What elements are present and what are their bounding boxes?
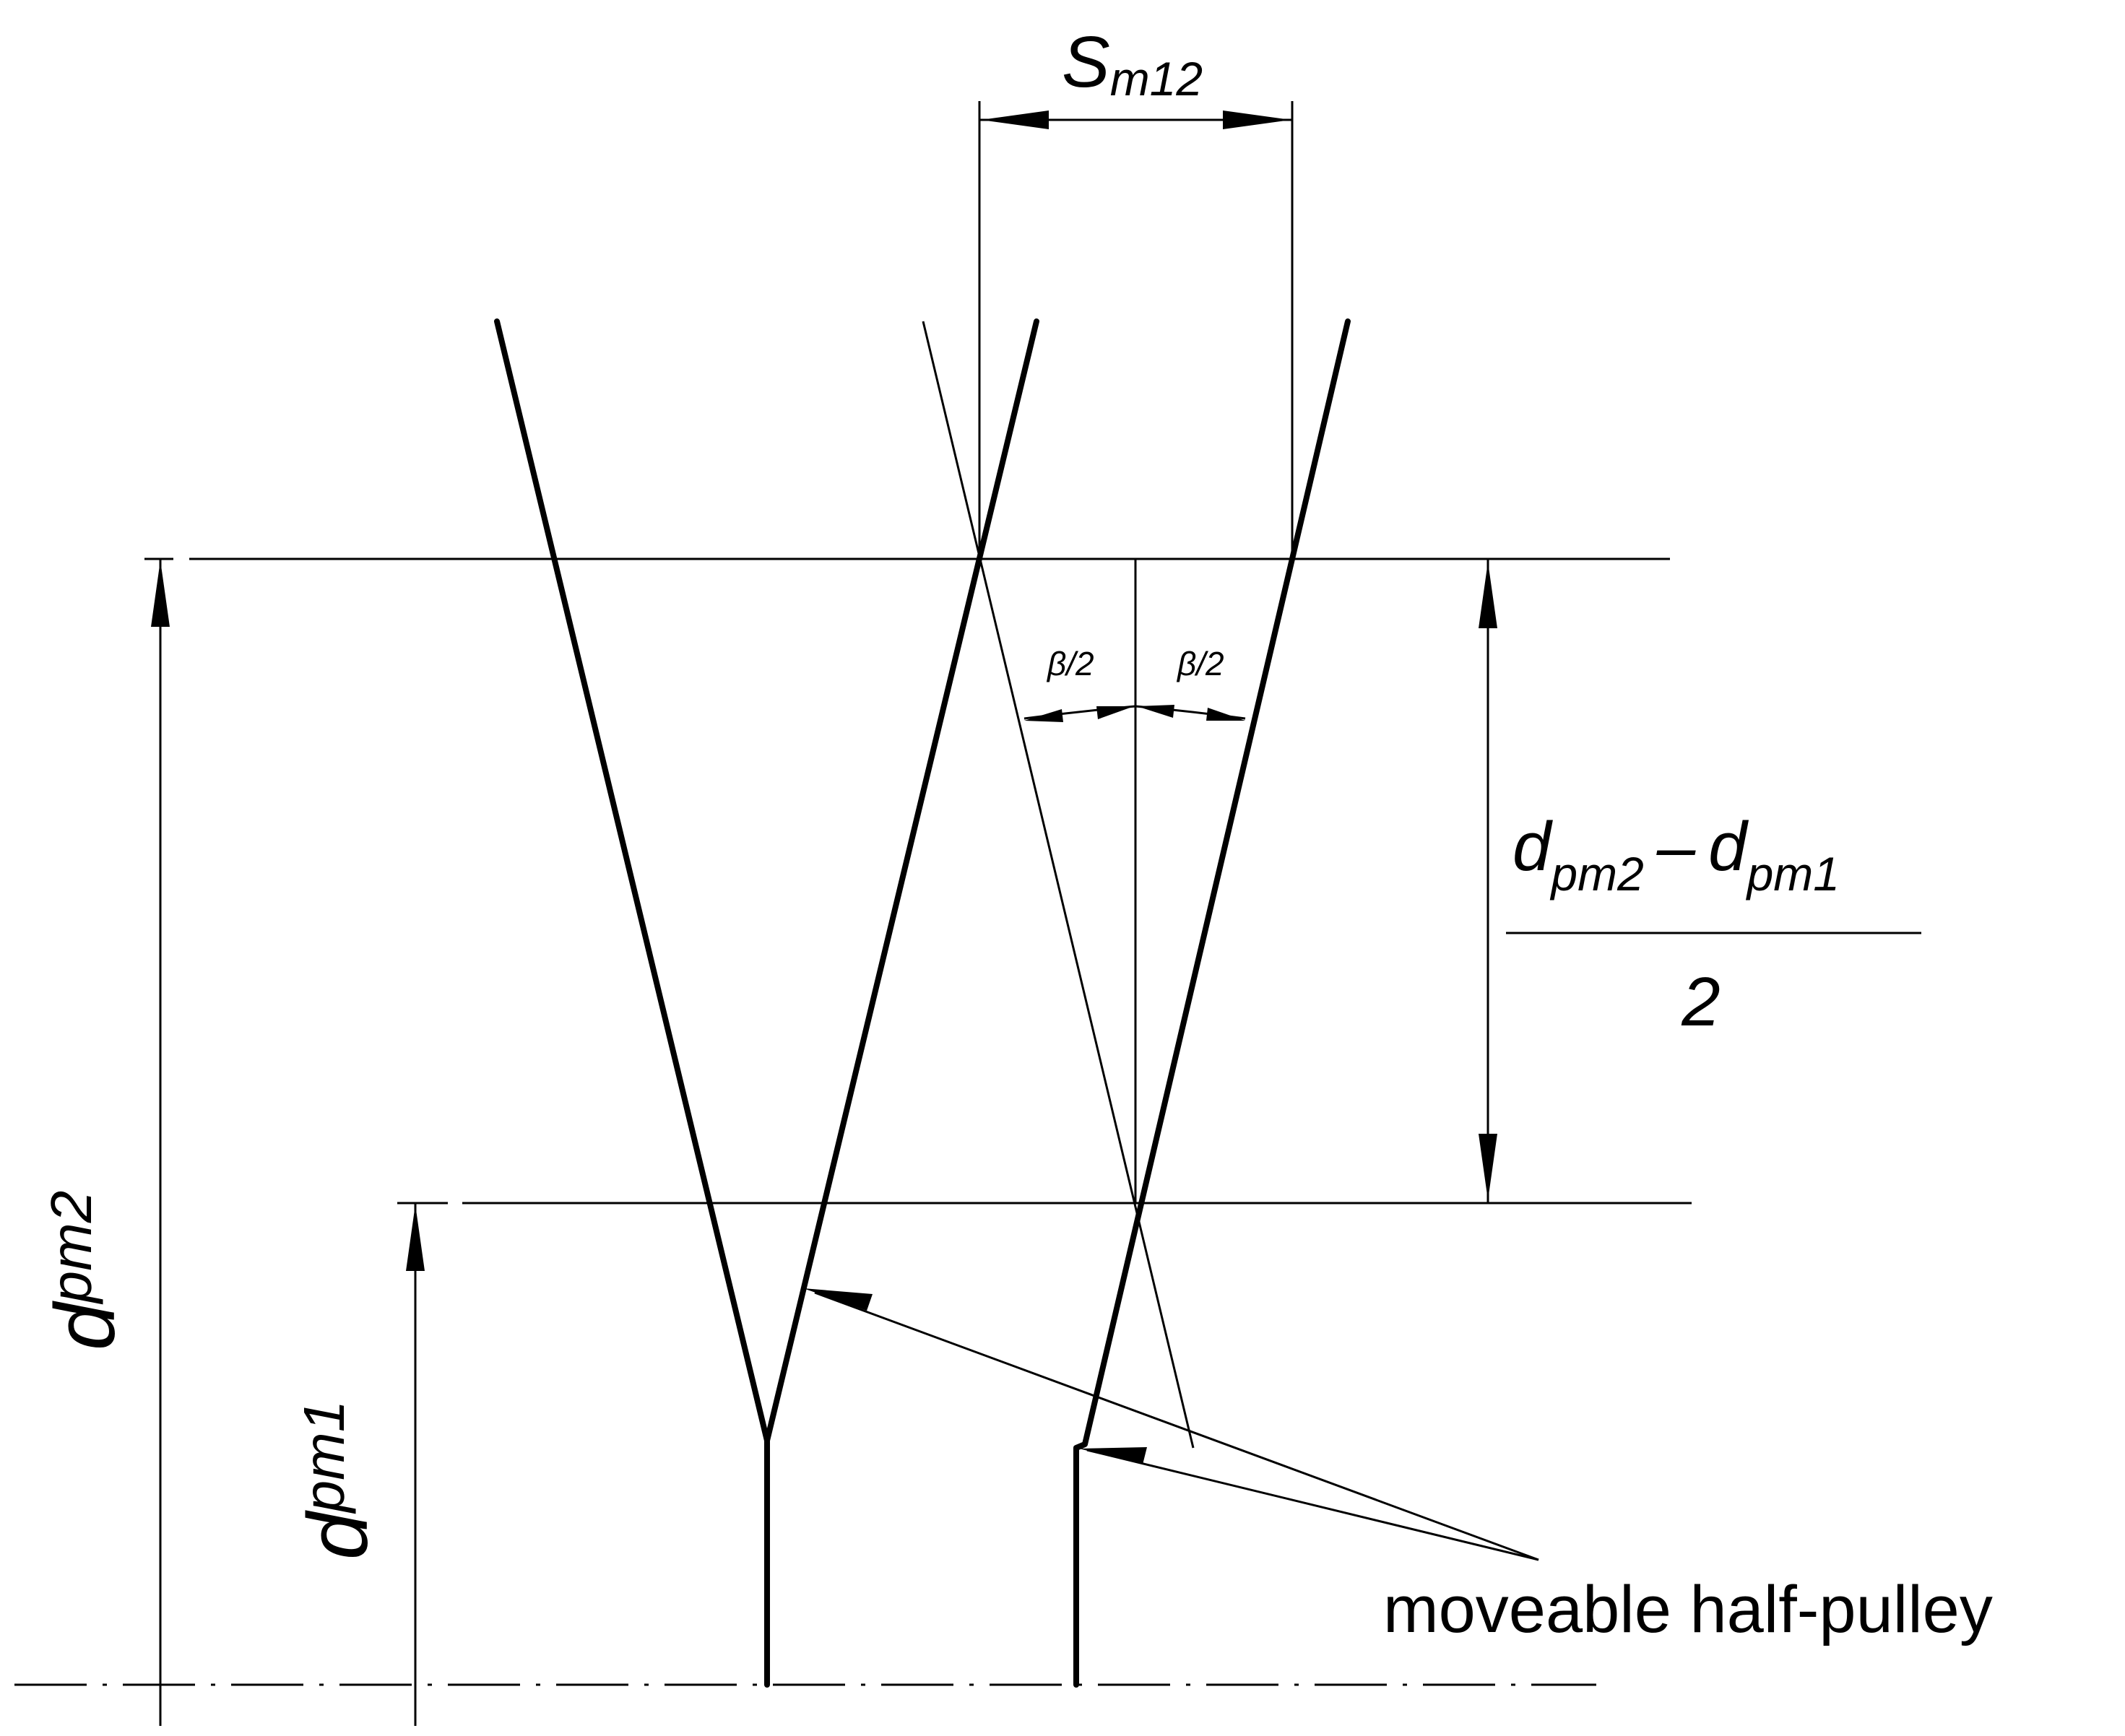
callout-leader-left <box>814 1291 1539 1561</box>
callout-arrow-left <box>803 1288 873 1311</box>
sm12-label: Sm12 <box>1062 22 1203 105</box>
moveable-half-pulley-thin-line <box>922 321 1195 1449</box>
fraction-numerator: dpm2–dpm1 <box>1512 808 1840 900</box>
dpm2-arrowhead <box>151 560 170 627</box>
dpm1-label: dpm1 <box>290 1400 386 1560</box>
beta-left-arrow-a <box>1024 709 1063 722</box>
callout-arrow-right <box>1079 1447 1147 1464</box>
beta-right-arrow-a <box>1137 705 1174 718</box>
right-pulley-flank <box>1073 318 1351 1688</box>
half-diff-arrow-top <box>1479 562 1497 628</box>
callout-label: moveable half-pulley <box>1383 1573 1993 1646</box>
callout-leader-right <box>1086 1449 1539 1561</box>
beta-left-arrow-b <box>1096 706 1134 719</box>
dpm1-arrowhead <box>406 1205 425 1271</box>
sm12-arrow-right <box>1223 110 1291 129</box>
sm12-arrow-left <box>981 110 1049 129</box>
left-pulley-left-flank <box>494 318 770 1688</box>
fraction-denominator: 2 <box>1681 963 1720 1041</box>
half-diff-arrow-bottom <box>1479 1134 1497 1200</box>
dpm2-label: dpm2 <box>38 1191 133 1350</box>
beta-left-label: β/2 <box>1046 645 1094 682</box>
beta-right-arrow-b <box>1206 708 1245 721</box>
beta-right-label: β/2 <box>1176 645 1224 682</box>
left-pulley-right-flank <box>764 318 1039 1444</box>
